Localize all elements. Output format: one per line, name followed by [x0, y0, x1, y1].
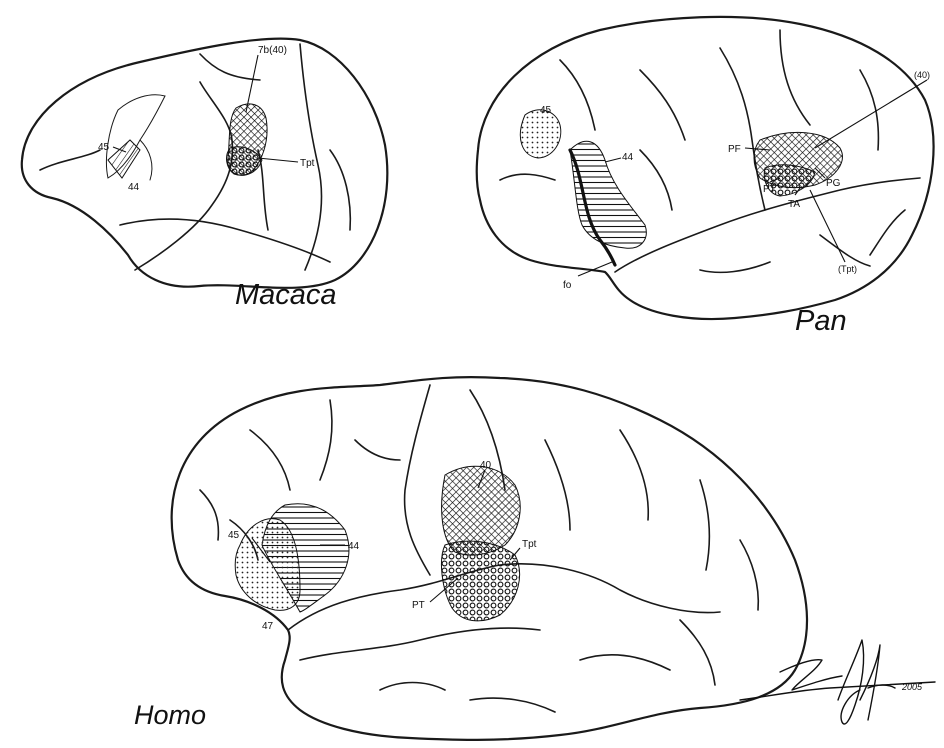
homo-label-47: 47	[262, 621, 274, 632]
artist-signature: 2005	[740, 640, 935, 724]
macaca-outline	[22, 39, 388, 288]
pan-label-45: 45	[540, 105, 552, 116]
pan-brain: (40) 45 44 PF PT PG TA (Tpt) fo Pan	[477, 17, 934, 337]
macaca-label-7b40: 7b(40)	[258, 45, 287, 56]
homo-label-44: 44	[348, 541, 360, 552]
homo-label-tpt: Tpt	[522, 539, 537, 550]
pan-label-tpt: (Tpt)	[838, 264, 857, 274]
macaca-label-tpt: Tpt	[300, 158, 315, 169]
pan-outline	[477, 17, 934, 319]
pan-label-40: (40)	[914, 70, 930, 80]
macaca-title: Macaca	[235, 279, 337, 311]
pan-label-44: 44	[622, 152, 634, 163]
pan-label-pg: PG	[826, 178, 841, 189]
homo-label-40: 40	[480, 460, 492, 471]
pan-title: Pan	[795, 305, 847, 337]
signature-year: 2005	[901, 682, 923, 692]
pan-label-ta: TA	[788, 199, 800, 210]
macaca-brain: 7b(40) 45 Tpt 44 Macaca	[22, 39, 388, 311]
macaca-label-44: 44	[128, 182, 140, 193]
homo-label-45: 45	[228, 530, 240, 541]
pan-label-pt: PT	[763, 184, 776, 195]
homo-brain: 45 44 40 Tpt PT 47 Homo	[134, 377, 807, 740]
pan-label-pf: PF	[728, 144, 741, 155]
homo-label-pt: PT	[412, 600, 425, 611]
pan-label-fo: fo	[563, 280, 572, 291]
homo-title: Homo	[134, 700, 206, 730]
macaca-label-45: 45	[98, 142, 110, 153]
